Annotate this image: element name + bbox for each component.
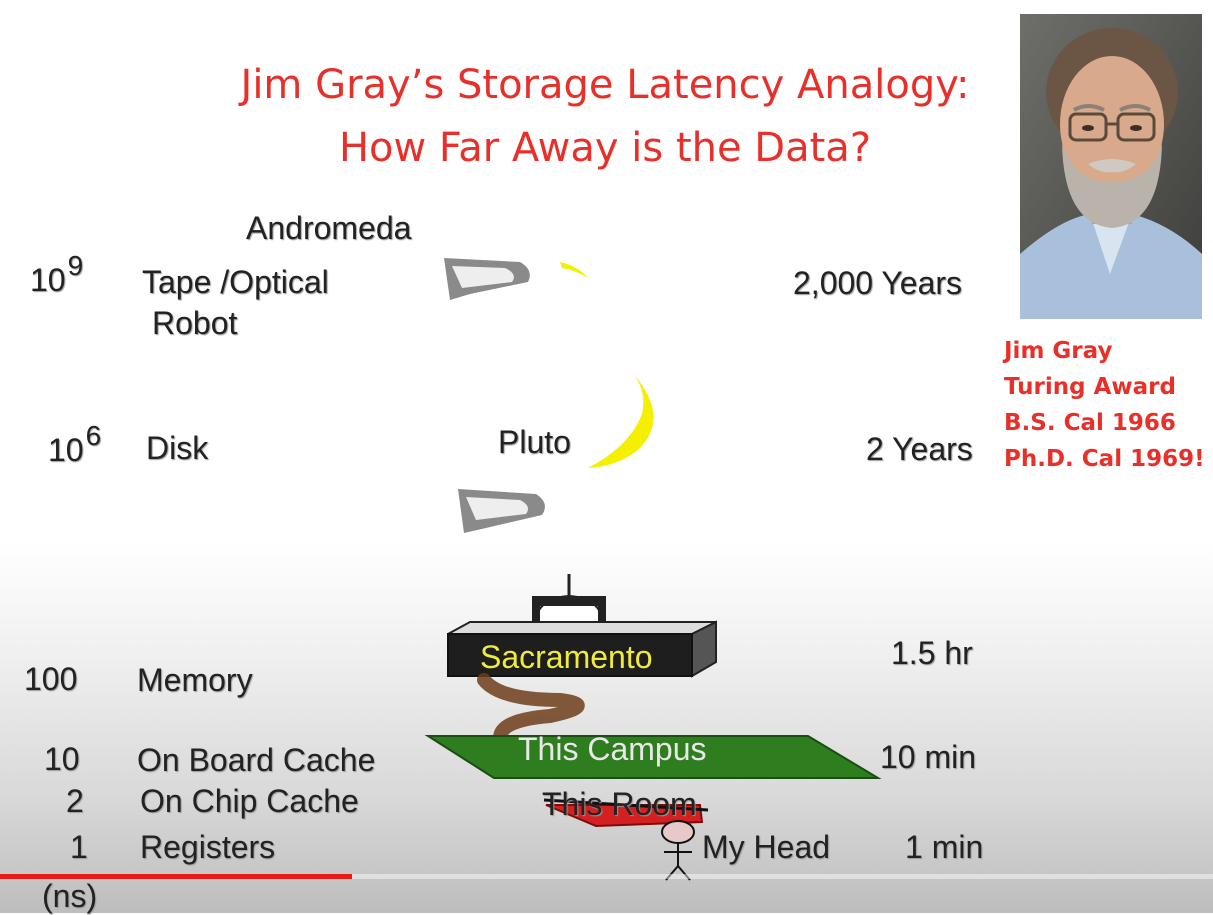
sacramento-box-icon [447,620,717,678]
caption-bs: B.S. Cal 1966 [1004,410,1176,436]
tape-shuttle-icon [444,258,530,300]
reg-magnitude: 1 [70,829,88,865]
caption-name: Jim Gray [1004,338,1113,364]
tape-time: 2,000 Years [793,265,963,301]
place-andromeda: Andromeda [246,210,412,246]
board-magnitude: 10 [44,741,80,777]
disk-magnitude: 106 [48,420,102,468]
memory-magnitude: 100 [24,661,78,697]
slide-title-line1: Jim Gray’s Storage Latency Analogy: [240,62,970,108]
memory-name: Memory [137,662,253,698]
chip-name: On Chip Cache [140,783,359,819]
reg-time: 1 min [905,829,984,865]
reg-name: Registers [140,829,276,865]
unit-label: (ns) [42,878,98,914]
place-sacramento: Sacramento [480,639,653,675]
board-time: 10 min [880,739,977,775]
crescent-moon-icon [588,368,654,468]
video-progress-bar[interactable] [0,874,1213,879]
tape-name-line1: Tape /Optical [142,264,329,300]
place-room: This Room [542,786,697,822]
place-campus: This Campus [518,731,707,767]
video-progress-fill [0,874,352,879]
disk-time: 2 Years [866,431,973,467]
stick-figure-icon [661,820,695,881]
caption-phd: Ph.D. Cal 1969! [1004,446,1205,472]
board-name: On Board Cache [137,742,376,778]
caption-award: Turing Award [1004,374,1176,400]
chip-magnitude: 2 [66,783,84,819]
room-strike-line [543,798,709,812]
place-my-head: My Head [702,829,831,865]
small-moon-icon [560,262,588,278]
place-pluto: Pluto [498,424,571,460]
disk-name: Disk [146,430,209,466]
campus-parallelogram [424,735,882,779]
tape-magnitude: 109 [30,250,84,298]
tape-name-line2: Robot [152,305,238,341]
jim-gray-portrait [1020,14,1202,319]
slide-title-line2: How Far Away is the Data? [338,125,872,171]
memory-time: 1.5 hr [891,635,973,671]
disk-shuttle-icon [458,489,545,533]
